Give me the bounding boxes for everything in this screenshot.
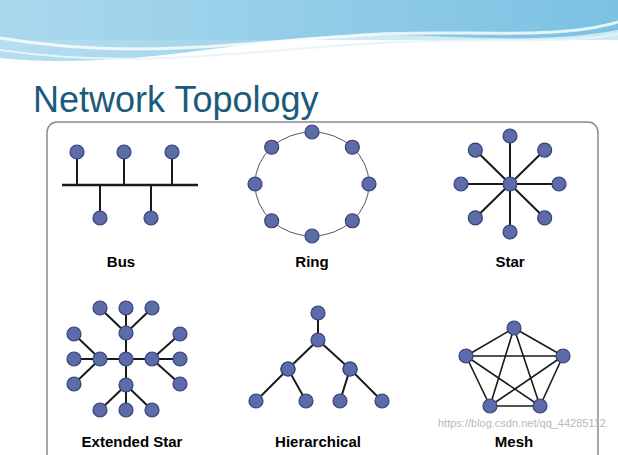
slide-title: Network Topology bbox=[33, 80, 319, 120]
network-device bbox=[117, 145, 131, 159]
network-device bbox=[333, 394, 347, 408]
header-wave bbox=[0, 0, 618, 61]
topology-name: Bus bbox=[107, 253, 135, 271]
network-device bbox=[93, 352, 107, 366]
network-device bbox=[305, 229, 319, 243]
network-device bbox=[173, 327, 187, 341]
link-line bbox=[466, 355, 563, 357]
topology-name: Hierarchical bbox=[275, 433, 361, 451]
network-device bbox=[67, 352, 81, 366]
network-device bbox=[343, 362, 357, 376]
network-device bbox=[281, 362, 295, 376]
network-device bbox=[538, 143, 552, 157]
link-line bbox=[466, 356, 490, 406]
network-device bbox=[144, 211, 158, 225]
network-device bbox=[343, 362, 357, 376]
network-device bbox=[281, 362, 295, 376]
network-device bbox=[305, 125, 319, 139]
network-device bbox=[119, 352, 133, 366]
link-line bbox=[62, 184, 198, 187]
link-line bbox=[466, 356, 540, 406]
network-device bbox=[173, 352, 187, 366]
network-device bbox=[165, 145, 179, 159]
network-device bbox=[248, 177, 262, 191]
network-device bbox=[552, 177, 566, 191]
network-device bbox=[70, 145, 84, 159]
network-device bbox=[468, 143, 482, 157]
network-device bbox=[145, 301, 159, 315]
network-device bbox=[265, 214, 279, 228]
network-device bbox=[119, 326, 133, 340]
network-device bbox=[93, 301, 107, 315]
topology-name: Mesh bbox=[495, 433, 533, 451]
network-device bbox=[119, 301, 133, 315]
link-line bbox=[490, 356, 563, 406]
panel-frame bbox=[47, 122, 598, 455]
watermark: https://blog.csdn.net/qq_44285112 bbox=[438, 417, 606, 430]
header-wave bbox=[0, 34, 618, 59]
network-device bbox=[145, 352, 159, 366]
link-line bbox=[514, 328, 540, 406]
network-device bbox=[249, 394, 263, 408]
network-device bbox=[345, 140, 359, 154]
network-device bbox=[93, 403, 107, 417]
network-device bbox=[375, 394, 389, 408]
network-device bbox=[533, 399, 547, 413]
topology-name: Extended Star bbox=[82, 433, 183, 451]
network-device bbox=[299, 394, 313, 408]
network-device bbox=[67, 377, 81, 391]
network-device bbox=[119, 378, 133, 392]
network-device bbox=[503, 177, 517, 191]
network-device bbox=[67, 327, 81, 341]
network-device bbox=[507, 321, 521, 335]
network-device bbox=[173, 377, 187, 391]
network-device bbox=[145, 403, 159, 417]
network-device bbox=[503, 129, 517, 143]
topology-name: Ring bbox=[295, 253, 328, 271]
network-device bbox=[459, 349, 473, 363]
network-device bbox=[265, 140, 279, 154]
network-device bbox=[454, 177, 468, 191]
network-device bbox=[483, 399, 497, 413]
link-line bbox=[466, 328, 514, 356]
topology-name: Star bbox=[495, 253, 524, 271]
network-device bbox=[311, 333, 325, 347]
network-device bbox=[311, 306, 325, 320]
network-device bbox=[119, 403, 133, 417]
network-device bbox=[503, 225, 517, 239]
network-device bbox=[362, 177, 376, 191]
network-device bbox=[556, 349, 570, 363]
network-device bbox=[538, 211, 552, 225]
ring-line bbox=[255, 132, 369, 236]
header-wave bbox=[0, 22, 618, 49]
network-device bbox=[468, 211, 482, 225]
network-device bbox=[93, 211, 107, 225]
network-device bbox=[345, 214, 359, 228]
